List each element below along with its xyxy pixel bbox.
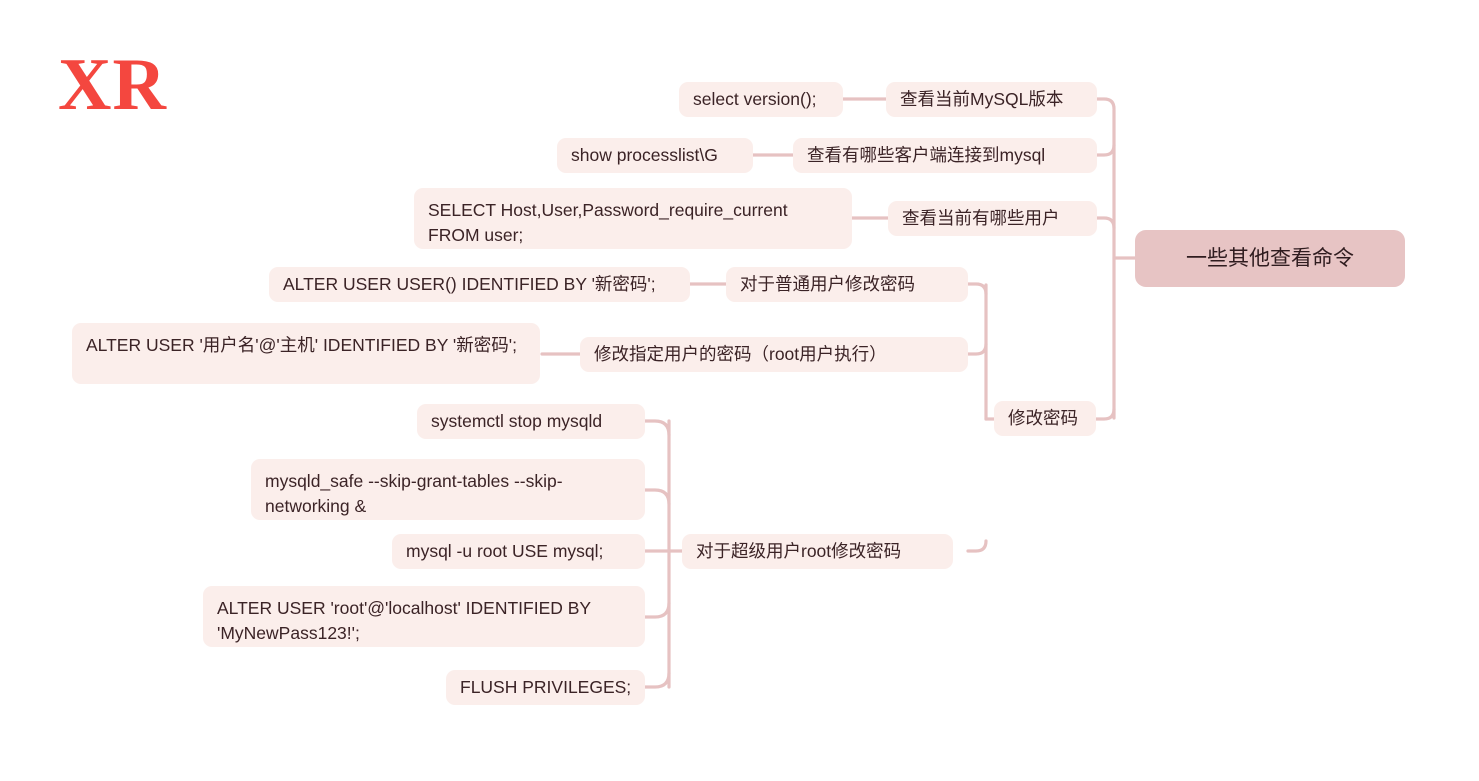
description-node-normal-user[interactable]: 对于普通用户修改密码 (726, 267, 968, 302)
command-node-root-user-5[interactable]: FLUSH PRIVILEGES; (446, 670, 645, 705)
command-node-users[interactable]: SELECT Host,User,Password_require_curren… (414, 188, 852, 249)
description-node-root-user[interactable]: 对于超级用户root修改密码 (682, 534, 953, 569)
command-node-normal-user[interactable]: ALTER USER USER() IDENTIFIED BY '新密码'; (269, 267, 690, 302)
command-node-root-user-4[interactable]: ALTER USER 'root'@'localhost' IDENTIFIED… (203, 586, 645, 647)
wire-rootuser-cmd5 (643, 671, 671, 689)
brand-logo: XR (58, 44, 167, 126)
description-node-processlist[interactable]: 查看有哪些客户端连接到mysql (793, 138, 1097, 173)
description-node-specified-user[interactable]: 修改指定用户的密码（root用户执行） (580, 337, 968, 372)
wire-rootuser-cmd4 (643, 601, 671, 619)
command-node-processlist[interactable]: show processlist\G (557, 138, 753, 173)
wire-root-to-processlist (1094, 143, 1116, 157)
command-node-specified-user[interactable]: ALTER USER '用户名'@'主机' IDENTIFIED BY '新密码… (72, 323, 540, 384)
command-node-root-user-3[interactable]: mysql -u root USE mysql; (392, 534, 645, 569)
command-node-version[interactable]: select version(); (679, 82, 843, 117)
command-node-root-user-1[interactable]: systemctl stop mysqld (417, 404, 645, 439)
wire-root-to-users (1094, 216, 1116, 230)
command-node-root-user-2[interactable]: mysqld_safe --skip-grant-tables --skip-n… (251, 459, 645, 520)
wire-changepw-to-root (966, 539, 988, 553)
description-node-change-password[interactable]: 修改密码 (994, 401, 1096, 436)
wire-changepw-to-normal (966, 282, 988, 296)
wire-rootuser-cmd2 (643, 488, 671, 506)
description-node-version[interactable]: 查看当前MySQL版本 (886, 82, 1097, 117)
description-node-users[interactable]: 查看当前有哪些用户 (888, 201, 1097, 236)
root-node[interactable]: 一些其他查看命令 (1135, 230, 1405, 287)
wire-rootuser-cmd1 (643, 419, 671, 437)
wire-root-to-changepw (1094, 407, 1116, 421)
wire-changepw-to-specified (966, 342, 988, 356)
wire-root-to-version (1094, 97, 1116, 111)
